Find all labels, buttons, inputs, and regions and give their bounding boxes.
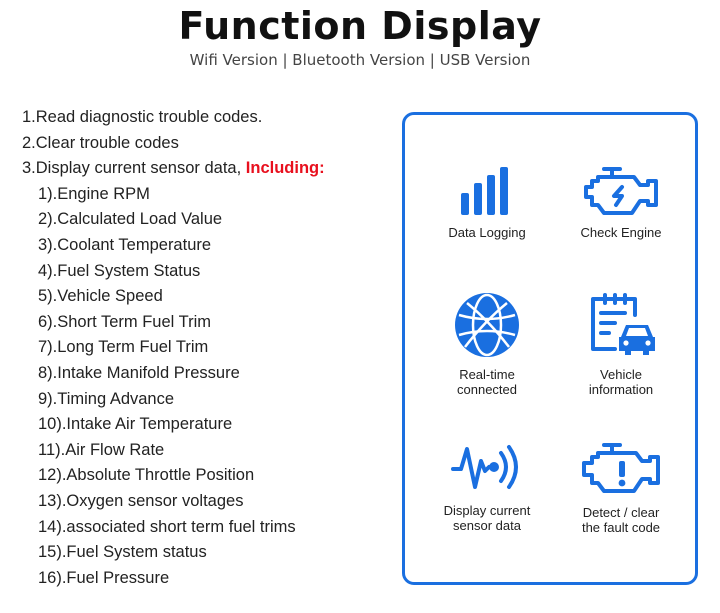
version-subtitle: Wifi Version | Bluetooth Version | USB V… — [189, 51, 531, 69]
feature-display-sensor-data: Display current sensor data — [413, 439, 561, 533]
sensor-data-item: 9).Timing Advance — [38, 389, 175, 408]
feature-check-engine: Check Engine — [547, 163, 695, 240]
engine-warning-icon — [582, 443, 660, 493]
globe-icon — [455, 293, 519, 357]
feature-detect-clear-fault: Detect / clear the fault code — [547, 437, 695, 535]
clipboard-car-icon — [591, 293, 655, 355]
engine-icon — [584, 167, 658, 215]
including-highlight: Including: — [245, 159, 325, 178]
feature-realtime-connected: Real-time connected — [413, 291, 561, 397]
function-item-read-codes: 1.Read diagnostic trouble codes. — [22, 108, 263, 126]
sensor-data-item: 14).associated short term fuel trims — [38, 517, 296, 536]
feature-label: Vehicle information — [588, 367, 654, 397]
feature-data-logging: Data Logging — [413, 165, 561, 240]
feature-label: Display current sensor data — [443, 503, 531, 533]
sensor-data-item: 12).Absolute Throttle Position — [38, 466, 255, 485]
function-item-sensor-data: 3.Display current sensor data, Including… — [22, 156, 402, 182]
sensor-data-item: 6).Short Term Fuel Trim — [38, 312, 211, 331]
sensor-data-list: 1).Engine RPM 2).Calculated Load Value 3… — [22, 182, 402, 592]
page-title: Function Display — [178, 4, 542, 48]
sensor-data-item: 11).Air Flow Rate — [38, 440, 165, 459]
function-item-clear-codes: 2.Clear trouble codes — [22, 133, 179, 152]
sensor-data-item: 10).Intake Air Temperature — [38, 415, 233, 434]
sensor-data-item: 3).Coolant Temperature — [38, 235, 212, 254]
feature-label: Real-time connected — [457, 367, 517, 397]
signal-wave-icon — [451, 445, 518, 489]
feature-vehicle-information: Vehicle information — [547, 291, 695, 397]
feature-panel: Data Logging Check Engine Real-time conn… — [402, 112, 698, 585]
sensor-data-item: 8).Intake Manifold Pressure — [38, 363, 240, 382]
sensor-data-item: 1).Engine RPM — [38, 184, 150, 203]
sensor-data-item: 7).Long Term Fuel Trim — [38, 338, 209, 357]
feature-label: Data Logging — [448, 225, 526, 240]
bar-chart-icon — [461, 167, 508, 215]
sensor-data-item: 13).Oxygen sensor voltages — [38, 491, 244, 510]
sensor-data-item: 2).Calculated Load Value — [38, 210, 223, 229]
sensor-data-item: 5).Vehicle Speed — [38, 287, 163, 306]
function-list: 1.Read diagnostic trouble codes. 2.Clear… — [22, 105, 402, 591]
sensor-data-sublist-wrapper: 1).Engine RPM 2).Calculated Load Value 3… — [22, 182, 402, 592]
sensor-data-item: 4).Fuel System Status — [38, 261, 201, 280]
function-item-sensor-data-text: 3.Display current sensor data, — [22, 159, 246, 178]
feature-label: Detect / clear the fault code — [581, 505, 661, 535]
feature-label: Check Engine — [580, 225, 662, 240]
sensor-data-item: 16).Fuel Pressure — [38, 568, 170, 587]
sensor-data-item: 15).Fuel System status — [38, 543, 207, 562]
